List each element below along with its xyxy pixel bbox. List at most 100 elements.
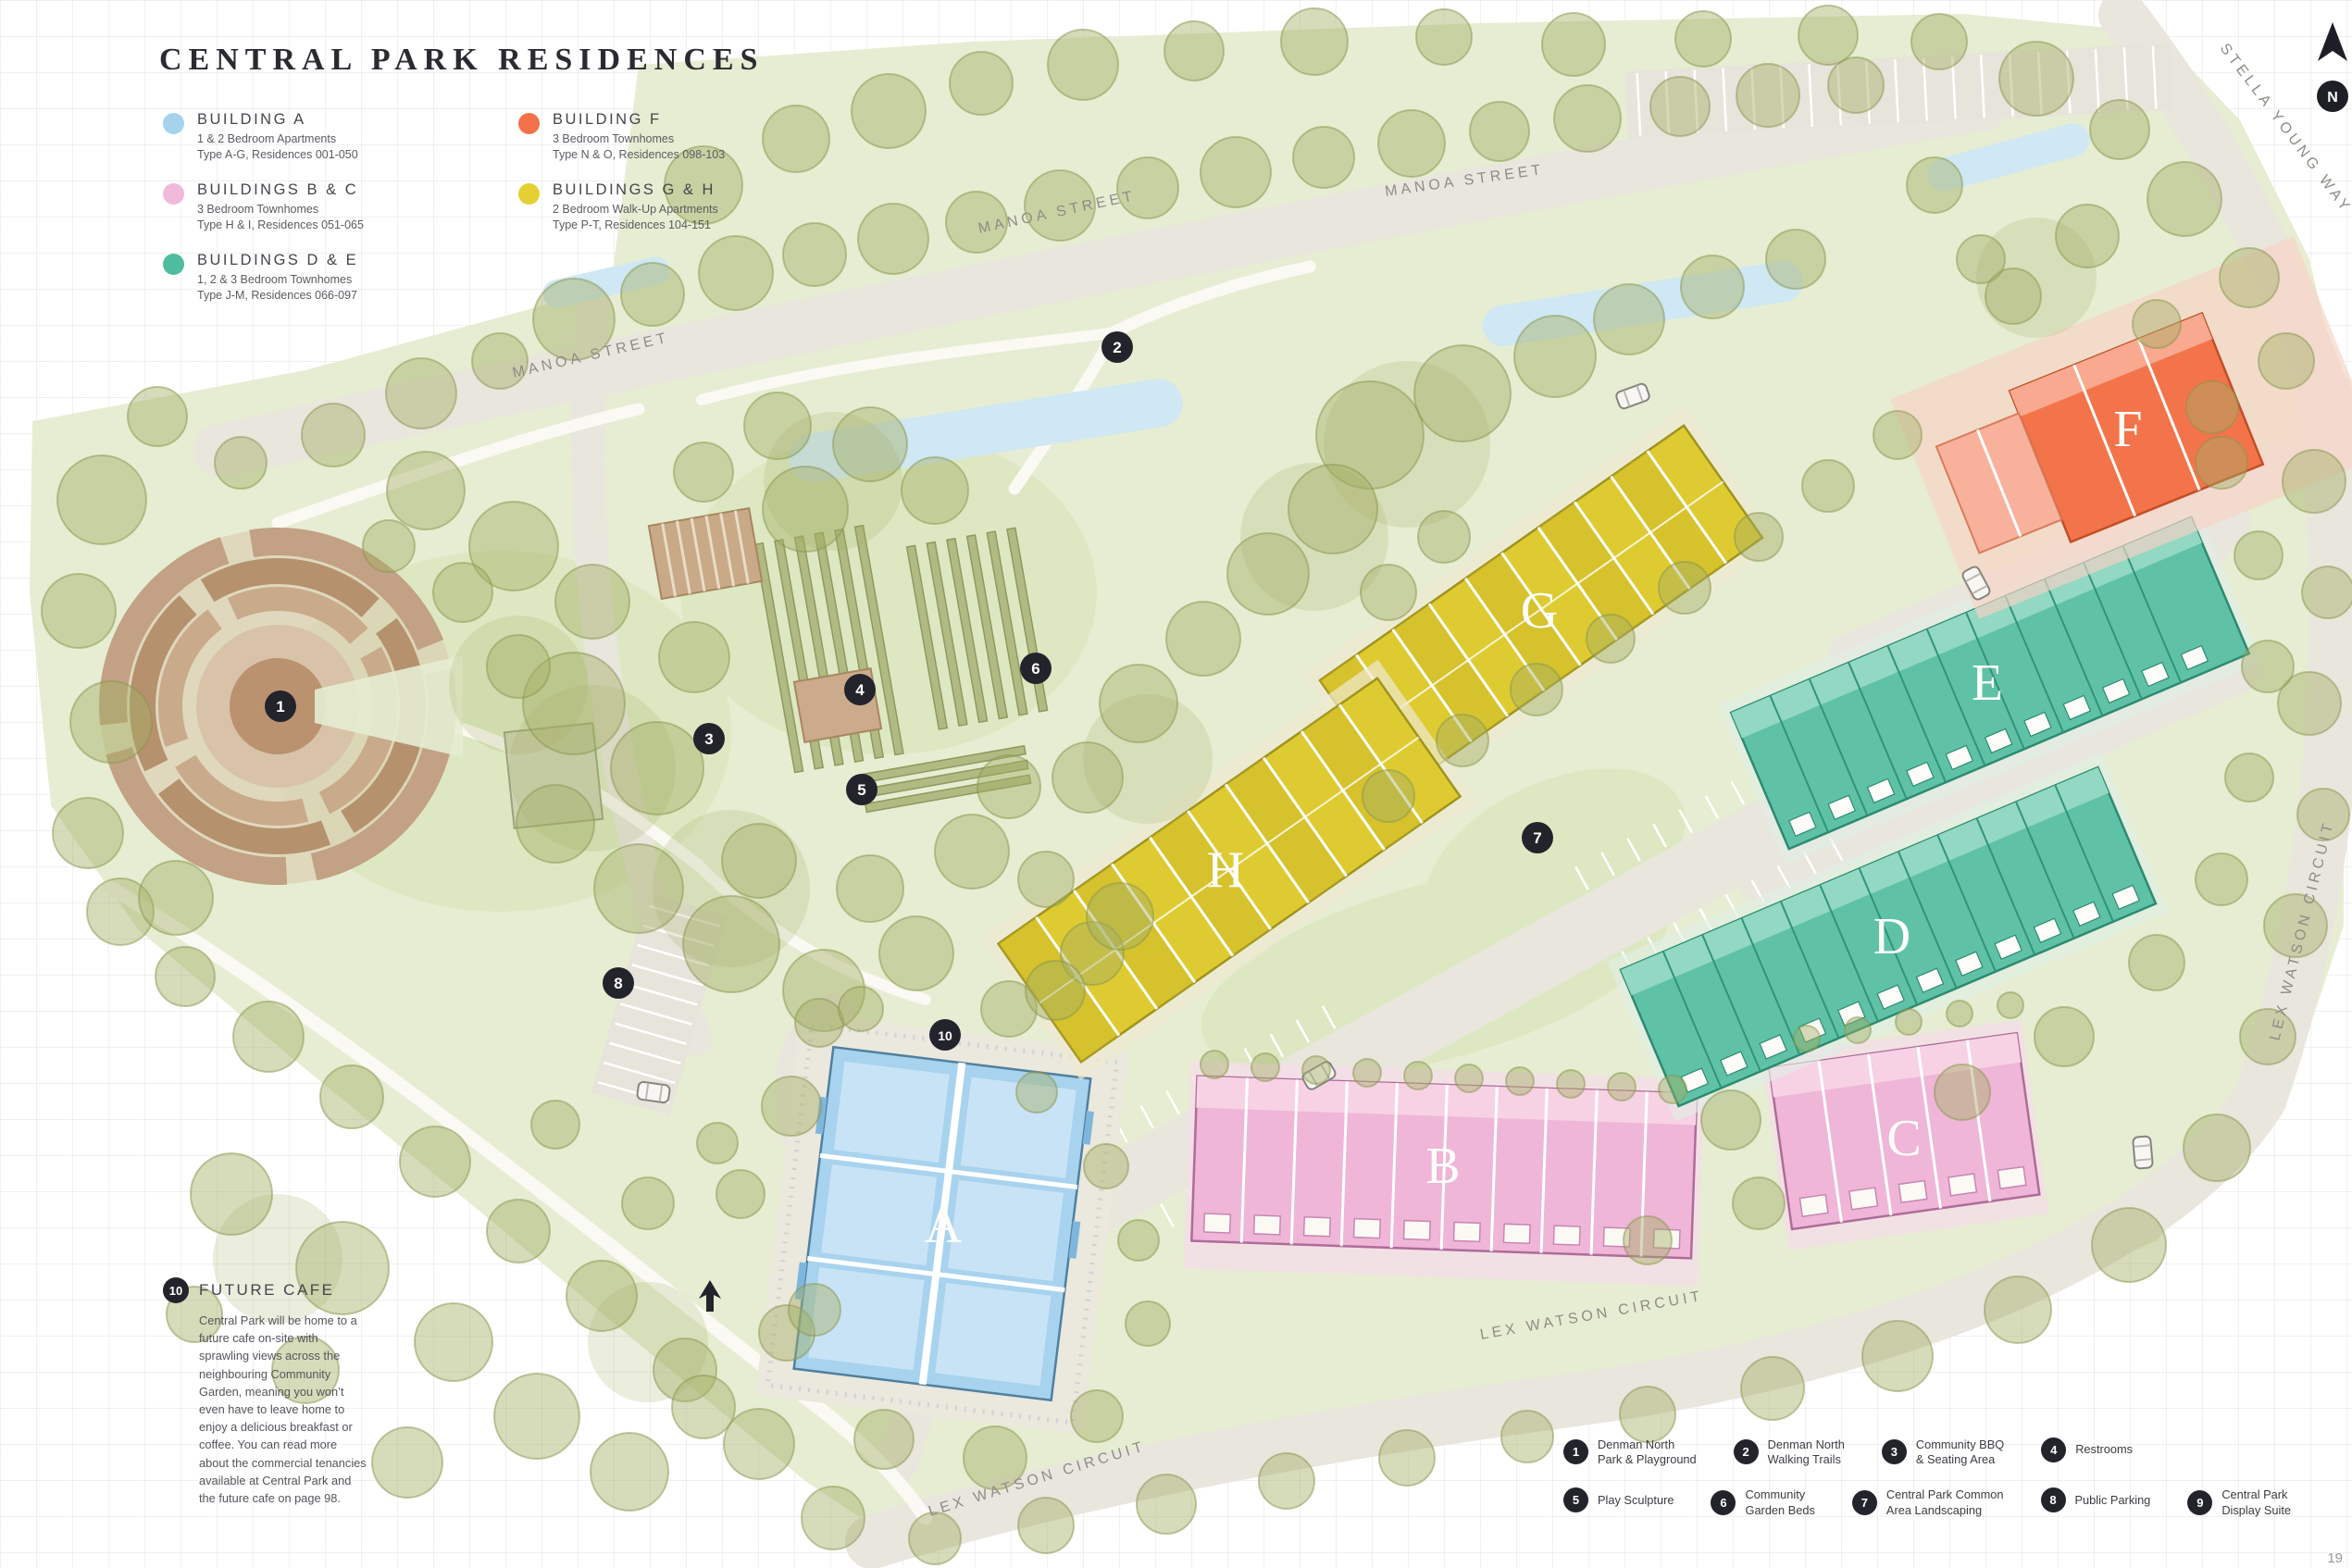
tree — [2147, 161, 2222, 237]
amphitheatre — [99, 528, 463, 885]
tree — [1377, 109, 1446, 178]
tree — [1732, 1176, 1786, 1230]
tree — [1556, 1069, 1586, 1099]
map-marker-9 — [699, 1280, 721, 1312]
tree — [1136, 1474, 1197, 1535]
tree — [664, 145, 743, 225]
tree — [2185, 380, 2239, 434]
map-marker-3: 3 — [693, 723, 725, 754]
legend-item-buildings-g-h: BUILDINGS G & H 2 Bedroom Walk-Up Apartm… — [518, 181, 824, 232]
tree — [1827, 56, 1885, 114]
legend-name: BUILDING F — [553, 111, 662, 128]
tree — [1315, 380, 1425, 490]
page-title: CENTRAL PARK RESIDENCES — [159, 43, 765, 77]
tree — [362, 519, 416, 573]
tree — [723, 1408, 795, 1480]
future-cafe-body: Central Park will be home to a future ca… — [199, 1313, 367, 1505]
map-marker-8: 8 — [603, 967, 634, 999]
tree — [532, 278, 616, 361]
ponds — [542, 123, 2090, 482]
tree — [1258, 1452, 1315, 1510]
amenity-number-badge: 1 — [1562, 1439, 1588, 1465]
tree — [1125, 1300, 1171, 1347]
tree — [1984, 1276, 2052, 1344]
parking-lot-top — [1624, 43, 2174, 139]
building-d-label: D — [1873, 908, 1912, 965]
amenity-number-badge: 9 — [2187, 1490, 2213, 1516]
tree — [486, 1199, 551, 1263]
car-icon — [2132, 1135, 2154, 1170]
building-f-footprint — [1890, 236, 2352, 619]
tree — [2277, 671, 2342, 736]
tree — [1895, 1008, 1923, 1036]
tree — [2234, 530, 2284, 580]
tree — [832, 406, 908, 482]
tree — [1541, 12, 1606, 77]
tree — [1680, 255, 1745, 319]
tree-canopy — [764, 412, 902, 551]
tree — [1934, 1064, 1991, 1121]
tree — [414, 1302, 493, 1382]
tree — [1956, 234, 2006, 284]
tree — [721, 823, 797, 899]
building-b-label: B — [1425, 1138, 1462, 1195]
future-cafe-number-badge: 10 — [163, 1277, 189, 1303]
tree — [1024, 169, 1096, 242]
north-compass: N — [2308, 20, 2352, 127]
bbq-pergola — [647, 506, 764, 601]
tree — [1469, 101, 1530, 162]
tree — [653, 1338, 717, 1402]
building-d-footprint — [1607, 752, 2170, 1122]
map-marker-2: 2 — [1101, 331, 1133, 363]
tree — [934, 814, 1010, 890]
tree-canopy — [653, 810, 810, 967]
tree — [1417, 510, 1471, 564]
tree-canopy — [588, 1282, 708, 1402]
tree — [1251, 1052, 1280, 1082]
map-marker-6: 6 — [1020, 653, 1052, 684]
tree — [1910, 13, 1968, 70]
tree — [1454, 1064, 1484, 1093]
building-a-footprint — [755, 1013, 1129, 1435]
tree — [214, 436, 268, 490]
tree — [1586, 614, 1636, 664]
tree-canopy — [1083, 694, 1213, 824]
tree — [2241, 640, 2295, 693]
tree — [621, 1176, 675, 1230]
map-marker-5: 5 — [846, 774, 877, 805]
tree — [963, 1425, 1027, 1490]
tree — [1793, 1025, 1821, 1052]
tree — [836, 854, 904, 923]
tree — [2282, 449, 2346, 514]
tree — [1301, 1055, 1331, 1085]
amenity-number-badge: 5 — [1562, 1487, 1588, 1513]
trees — [41, 5, 2352, 1565]
tree — [593, 843, 684, 934]
svg-text:8: 8 — [614, 975, 622, 992]
tree — [1765, 229, 1826, 290]
tree — [69, 680, 153, 764]
tree — [2239, 1008, 2296, 1065]
tree — [853, 1409, 915, 1470]
tree — [1619, 1386, 1676, 1443]
tree — [762, 105, 830, 173]
tree — [2219, 247, 2280, 308]
legend-dot-pink — [163, 183, 184, 205]
tree — [190, 1152, 273, 1236]
tree — [761, 1076, 822, 1137]
building-g-label: G — [1521, 582, 1560, 640]
building-c-label: C — [1886, 1110, 1923, 1167]
tree — [386, 451, 466, 530]
tree — [2195, 436, 2248, 490]
